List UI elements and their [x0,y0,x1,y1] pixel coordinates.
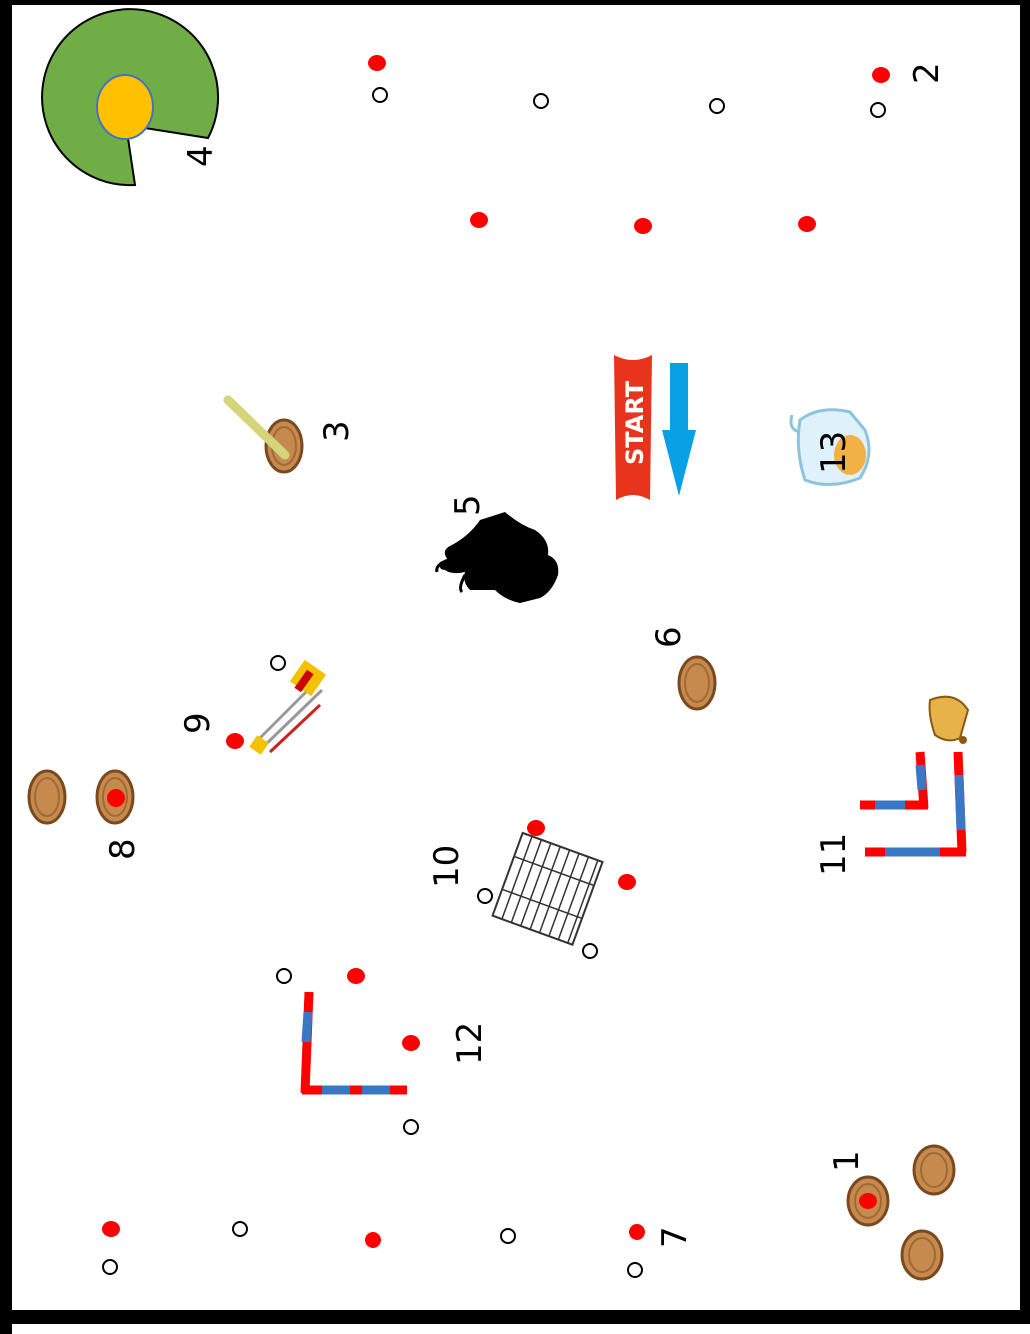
barrel-icon [679,657,715,709]
poles-icon [860,752,966,852]
hoop-icon [277,969,291,983]
hoop-icon [583,944,597,958]
cone-dot-icon [618,874,636,890]
barrel-pole-icon [228,400,302,472]
cone-dot-icon [527,820,545,836]
frame-left [0,0,12,1334]
station-12-label: 12 [450,1022,490,1065]
cone-group-bottom [102,1221,645,1277]
station-2-label: 2 [907,62,947,84]
station-8-label: 8 [103,838,143,860]
station-4-label: 4 [181,145,221,167]
banderillas-icon [226,656,326,755]
hoop-icon [478,889,492,903]
station-10-label: 10 [427,845,467,888]
station-labels: 1 2 3 4 5 6 7 8 9 10 11 12 13 [103,62,947,1248]
cone-dot-icon [365,1232,381,1248]
station-1-label: 1 [827,1150,867,1172]
bell-icon [930,697,968,744]
cone-dot-icon [107,789,125,807]
hoop-icon [373,88,387,102]
start-label: START [621,380,649,465]
hoop-icon [534,94,548,108]
barrel-icon [29,771,65,823]
hoop-icon [103,1260,117,1274]
barrel-icon [914,1146,954,1194]
bull-icon [437,512,559,603]
barrel-icon [902,1231,942,1279]
poles-icon [277,968,420,1134]
cone-dot-icon [798,216,816,232]
cone-dot-icon [347,968,365,984]
cone-dot-icon [470,212,488,228]
frame-right [1020,0,1030,1322]
hoop-icon [501,1229,515,1243]
frame-bottom [0,1310,1030,1324]
gate-icon [478,820,636,958]
hoop-icon [271,656,285,670]
cone-dot-icon [634,218,652,234]
cone-dot-icon [402,1035,420,1051]
station-9-label: 9 [178,712,218,734]
frame-top [0,0,1030,5]
two-barrels [29,771,133,823]
arrow-icon [662,363,696,496]
station-11-label: 11 [814,833,854,876]
cone-dot-icon [872,67,890,83]
cone-dot-icon [368,55,386,71]
cone-dot-icon [102,1221,120,1237]
station-5-label: 5 [448,494,488,516]
station-7-label: 7 [655,1226,695,1248]
cone-dot-icon [859,1193,877,1209]
hoop-icon [404,1120,418,1134]
hoop-icon [710,99,724,113]
cone-dot-icon [629,1224,645,1240]
station-13-label: 13 [814,431,854,474]
hoop-icon [628,1263,642,1277]
station-3-label: 3 [317,420,357,442]
hoop-icon [871,103,885,117]
cone-group-top [368,55,890,234]
cone-dot-icon [226,733,244,749]
station-6-label: 6 [649,626,689,648]
hoop-icon [233,1222,247,1236]
start-banner-icon: START [614,355,652,500]
